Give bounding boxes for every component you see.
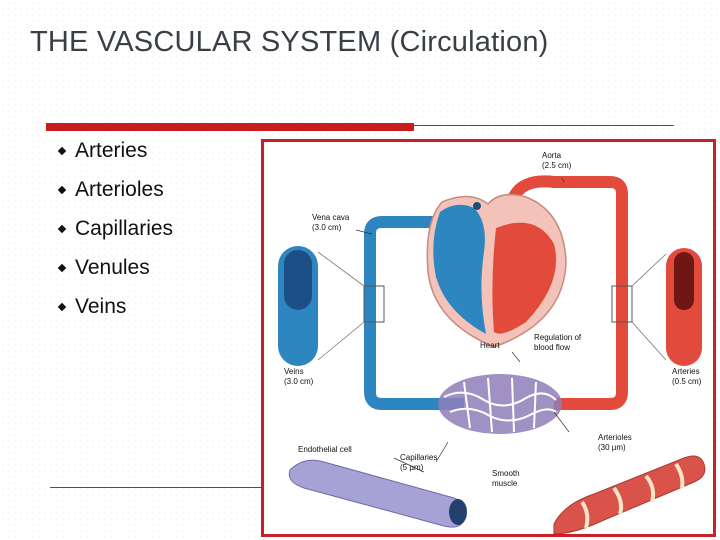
bullet-label: Arterioles [75,178,164,201]
artery-zoom-box [611,285,633,323]
circulation-diagram: Aorta (2.5 cm) Vena cava (3.0 cm) Heart … [261,139,716,537]
slide-title: THE VASCULAR SYSTEM (Circulation) [30,26,549,58]
label-arterioles-size: (30 µm) [598,443,626,452]
bullet-label: Veins [75,295,127,318]
capillary-lumen [449,499,467,525]
label-aorta-size: (2.5 cm) [542,161,572,170]
aorta-vessel [506,175,628,410]
label-capillaries-size: (5 µm) [400,463,424,472]
label-regulation-line1: Regulation of [534,333,582,342]
heart-left-side [492,222,557,334]
bullet-item-capillaries: Capillaries [56,209,173,248]
title-underline-bar [46,123,414,131]
label-leaders [355,177,570,473]
bullet-label: Venules [75,256,150,279]
artery-lumen [674,252,694,310]
label-regulation-line2: blood flow [534,343,570,352]
capillary-tube [288,459,467,528]
smooth-muscle-bands [580,462,685,529]
label-arterioles: Arterioles [598,433,632,442]
bullet-diamond-icon [57,263,67,272]
bullet-diamond-icon [57,224,67,233]
vena-cava-vessel [364,216,464,410]
label-veins: Veins [284,367,304,376]
label-arteries: Arteries [672,367,700,376]
vein-lumen [284,250,312,310]
bullet-diamond-icon [57,185,67,194]
bullet-diamond-icon [57,146,67,155]
circulation-illustration: Aorta (2.5 cm) Vena cava (3.0 cm) Heart … [278,151,706,534]
bullet-label: Capillaries [75,217,174,240]
label-vena-cava: Vena cava [312,213,350,222]
label-vena-cava-size: (3.0 cm) [312,223,342,232]
label-heart: Heart [480,341,500,350]
capillary-mesh [443,377,557,433]
heart-detail [473,202,481,210]
bullet-diamond-icon [57,302,67,311]
bullet-item-arterioles: Arterioles [56,170,173,209]
label-capillaries: Capillaries [400,453,437,462]
bullet-item-venules: Venules [56,248,173,287]
bullet-item-veins: Veins [56,287,173,326]
vein-zoom-box [363,285,385,323]
capillary-bed [438,374,562,434]
label-smooth-muscle-line1: Smooth [492,469,520,478]
label-arteries-size: (0.5 cm) [672,377,702,386]
title-underline-rule [414,125,674,126]
bullet-item-arteries: Arteries [56,131,173,170]
bullet-list: Arteries Arterioles Capillaries Venules … [56,131,173,326]
heart-right-side [433,204,486,334]
label-endothelial-cell: Endothelial cell [298,445,352,454]
label-veins-size: (3.0 cm) [284,377,314,386]
bullet-label: Arteries [75,139,148,162]
footer-rule [50,487,272,488]
zoom-lines [317,251,667,361]
arteriole-tube [553,455,706,534]
label-aorta: Aorta [542,151,562,160]
label-smooth-muscle-line2: muscle [492,479,518,488]
